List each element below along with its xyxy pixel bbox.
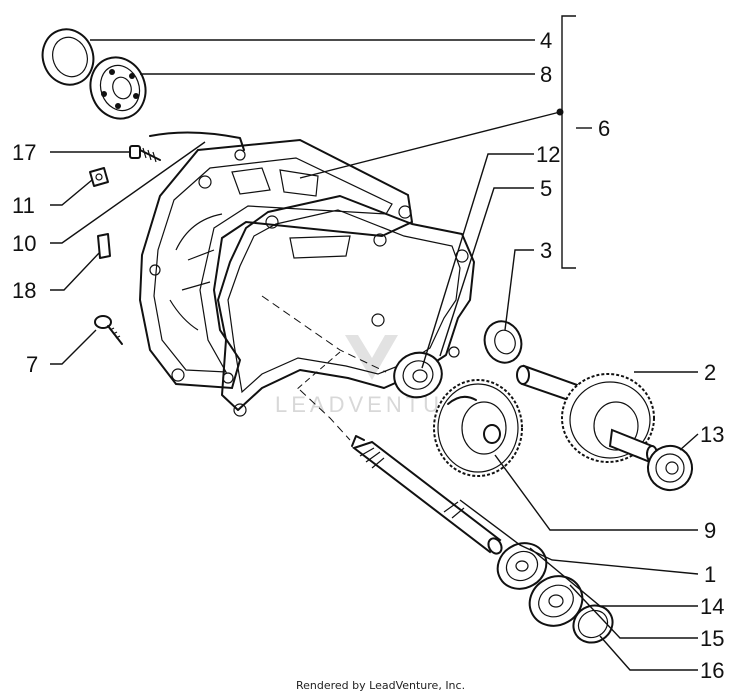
- part-2-gear-shaft: [516, 364, 658, 464]
- part-10-vent-tube: [149, 131, 245, 151]
- callout-4: 4: [540, 28, 552, 53]
- part-12-bearing: [393, 351, 443, 399]
- callout-9: 9: [704, 518, 716, 543]
- callout-labels: 4 8 6 12 5 3 2 13 9 1 14 15 16 17 11 10 …: [12, 28, 724, 683]
- part-16-circlip: [572, 604, 614, 644]
- render-credit: Rendered by LeadVenture, Inc.: [296, 679, 465, 692]
- part-4-seal-ring: [41, 28, 95, 86]
- callout-16: 16: [700, 658, 724, 683]
- leader-lines: [50, 15, 699, 671]
- part-3-oil-seal: [483, 320, 523, 364]
- callout-17: 17: [12, 140, 36, 165]
- transmission-cover: [138, 138, 414, 390]
- callout-15: 15: [700, 626, 724, 651]
- callout-6: 6: [598, 116, 610, 141]
- callout-18: 18: [12, 278, 36, 303]
- part-13-bearing: [647, 445, 693, 491]
- callout-3: 3: [540, 238, 552, 263]
- part-11-clip: [89, 167, 109, 187]
- part-15-bearing: [528, 575, 584, 627]
- callout-7: 7: [26, 352, 38, 377]
- callout-13: 13: [700, 422, 724, 447]
- part-8-bearing: [89, 56, 147, 120]
- callout-12: 12: [536, 142, 560, 167]
- callout-10: 10: [12, 231, 36, 256]
- callout-14: 14: [700, 594, 724, 619]
- callout-11: 11: [12, 193, 35, 218]
- part-1-drive-shaft: [351, 435, 503, 555]
- part-18-dowel: [97, 233, 111, 259]
- callout-1: 1: [704, 562, 716, 587]
- part-14-bearing: [496, 542, 548, 590]
- part-17-screw: [129, 145, 161, 163]
- callout-5: 5: [540, 176, 552, 201]
- assembly-axis-lines: [261, 295, 387, 441]
- part-7-bolt: [94, 315, 123, 345]
- part-9-gear: [433, 379, 523, 477]
- callout-8: 8: [540, 62, 552, 87]
- cover-gasket: [217, 195, 475, 417]
- callout-2: 2: [704, 360, 716, 385]
